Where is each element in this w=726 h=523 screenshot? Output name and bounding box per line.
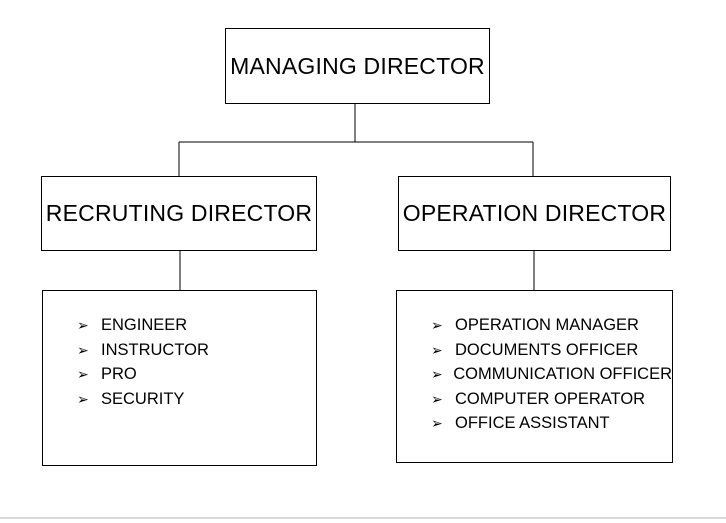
recruiting-staff-list: ➢ ENGINEER ➢ INSTRUCTOR ➢ PRO ➢ SECURITY xyxy=(77,313,316,411)
recruiting-director-label: RECRUTING DIRECTOR xyxy=(45,200,313,226)
arrowhead-bullet-icon: ➢ xyxy=(431,390,443,407)
list-item: ➢ OPERATION MANAGER xyxy=(431,316,639,334)
list-item: ➢ OFFICE ASSISTANT xyxy=(431,414,610,432)
managing-director-label: MANAGING DIRECTOR xyxy=(230,52,485,79)
operation-director-box: OPERATION DIRECTOR xyxy=(398,176,671,251)
list-item: ➢ PRO xyxy=(77,365,137,383)
list-item: ➢ INSTRUCTOR xyxy=(77,340,209,359)
recruiting-staff-box: ➢ ENGINEER ➢ INSTRUCTOR ➢ PRO ➢ SECURITY xyxy=(42,290,317,466)
operation-director-label: OPERATION DIRECTOR xyxy=(402,200,667,226)
list-item: ➢ COMMUNICATION OFFICER xyxy=(431,365,672,383)
arrowhead-bullet-icon: ➢ xyxy=(431,341,443,358)
arrowhead-bullet-icon: ➢ xyxy=(77,390,89,407)
page-bottom-divider xyxy=(0,517,726,519)
operation-staff-list: ➢ OPERATION MANAGER ➢ DOCUMENTS OFFICER … xyxy=(431,313,672,436)
arrowhead-bullet-icon: ➢ xyxy=(77,317,89,334)
list-item: ➢ DOCUMENTS OFFICER xyxy=(431,340,639,359)
arrowhead-bullet-icon: ➢ xyxy=(431,415,443,432)
list-item: ➢ ENGINEER xyxy=(77,316,188,334)
arrowhead-bullet-icon: ➢ xyxy=(77,341,89,358)
arrowhead-bullet-icon: ➢ xyxy=(431,317,443,334)
recruiting-director-box: RECRUTING DIRECTOR xyxy=(41,176,317,251)
list-item: ➢ COMPUTER OPERATOR xyxy=(431,389,646,408)
arrowhead-bullet-icon: ➢ xyxy=(431,366,443,383)
list-item: ➢ SECURITY xyxy=(77,389,185,408)
arrowhead-bullet-icon: ➢ xyxy=(77,366,89,383)
operation-staff-box: ➢ OPERATION MANAGER ➢ DOCUMENTS OFFICER … xyxy=(396,290,673,463)
managing-director-box: MANAGING DIRECTOR xyxy=(225,28,490,104)
